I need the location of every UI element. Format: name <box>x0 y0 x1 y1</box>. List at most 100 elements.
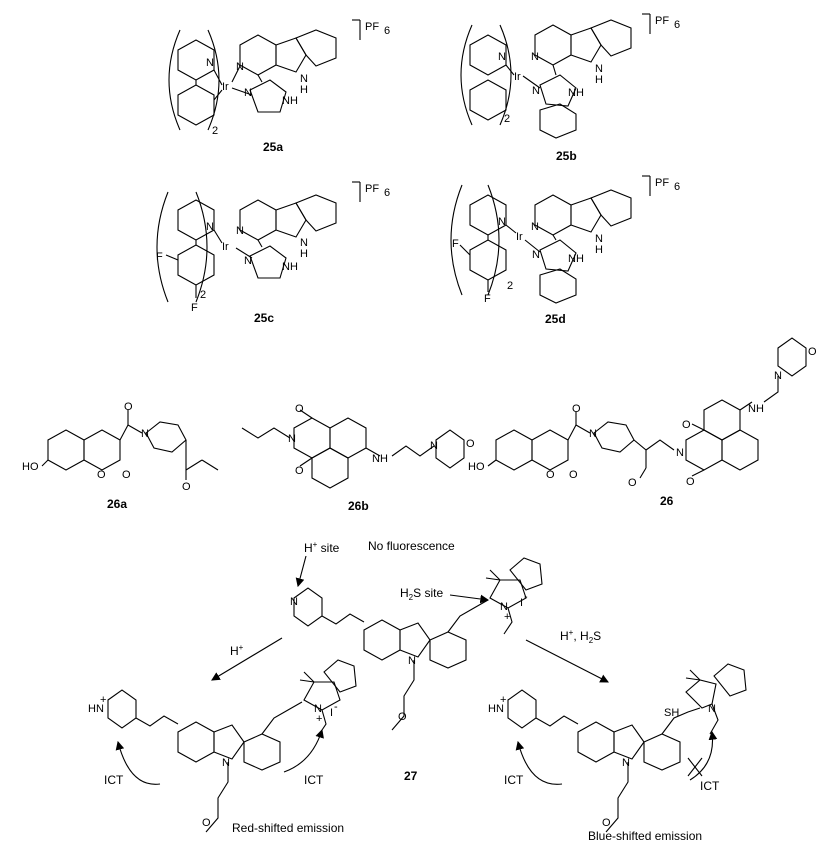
atom-o: O <box>122 469 131 481</box>
iodide: I <box>520 597 523 609</box>
atom-n: N <box>236 61 244 73</box>
charge-plus: + <box>500 694 506 706</box>
atom-sh: SH <box>664 707 679 719</box>
atom-n: N <box>206 57 214 69</box>
atom-n: N <box>532 249 540 261</box>
charge-plus: + <box>100 694 106 706</box>
ict-label-left-2: ICT <box>304 773 324 787</box>
atom-o: O <box>202 817 211 829</box>
atom-h: H <box>595 244 603 256</box>
counterion-pf6: PF <box>655 177 669 189</box>
complex-25a: N Ir N N H N NH 2 PF 6 25a <box>168 19 390 154</box>
atom-o: O <box>182 481 191 493</box>
atom-nh: NH <box>568 87 584 99</box>
atom-ir: Ir <box>222 81 229 93</box>
atom-n: N <box>314 703 322 715</box>
compound-label-25b: 25b <box>556 149 577 163</box>
atom-f: F <box>452 238 459 250</box>
atom-n: N <box>288 433 296 445</box>
atom-n: N <box>408 655 416 667</box>
complex-25c: N Ir N N H N NH F F 2 PF 6 25c <box>156 181 390 325</box>
charge-minus: - <box>334 701 338 713</box>
scheme-27: No fluorescence H+ site H2S site N N N +… <box>88 539 747 843</box>
atom-o: O <box>295 465 304 477</box>
atom-o: O <box>572 403 581 415</box>
atom-n: N <box>300 73 308 85</box>
atom-nh: NH <box>282 261 298 273</box>
atom-hn-plus: HN <box>88 703 104 715</box>
atom-n: N <box>498 51 506 63</box>
compound-label-26b: 26b <box>348 499 369 513</box>
compound-label-27: 27 <box>404 769 418 783</box>
atom-n: N <box>708 703 716 715</box>
compound-label-25a: 25a <box>263 140 283 154</box>
iodide: I <box>330 707 333 719</box>
counterion-subscript: 6 <box>674 19 680 31</box>
atom-ir: Ir <box>222 241 229 253</box>
charge-plus: + <box>504 611 510 623</box>
atom-f: F <box>156 251 163 263</box>
subscript-2: 2 <box>507 280 513 292</box>
atom-nh: NH <box>568 253 584 265</box>
atom-n: N <box>236 225 244 237</box>
compound-label-25d: 25d <box>545 312 566 326</box>
atom-f: F <box>484 293 491 305</box>
atom-n: N <box>500 601 508 613</box>
counterion-pf6: PF <box>365 183 379 195</box>
atom-ho: HO <box>468 461 485 473</box>
atom-n: N <box>532 85 540 97</box>
complex-25b: N Ir N N H N NH 2 PF 6 25b <box>460 13 680 163</box>
atom-ir: Ir <box>514 71 521 83</box>
atom-o: O <box>295 403 304 415</box>
atom-n: N <box>222 757 230 769</box>
atom-n: N <box>676 447 684 459</box>
counterion-subscript: 6 <box>384 25 390 37</box>
atom-n: N <box>498 216 506 228</box>
subscript-2: 2 <box>212 125 218 137</box>
no-fluorescence-label: No fluorescence <box>368 539 455 553</box>
atom-h: H <box>595 74 603 86</box>
atom-n: N <box>595 233 603 245</box>
atom-n: N <box>244 87 252 99</box>
blue-shifted-emission-label: Blue-shifted emission <box>588 829 702 843</box>
atom-o: O <box>124 401 133 413</box>
arrow-left-label: H+ <box>230 643 244 658</box>
atom-f: F <box>191 302 198 314</box>
atom-n: N <box>622 757 630 769</box>
subscript-2: 2 <box>200 289 206 301</box>
atom-n: N <box>774 370 782 382</box>
h2s-site-label: H2S site <box>400 586 443 602</box>
atom-n: N <box>206 221 214 233</box>
atom-o: O <box>628 477 637 489</box>
counterion-subscript: 6 <box>674 181 680 193</box>
ict-label-left-1: ICT <box>104 773 124 787</box>
atom-n: N <box>430 440 438 452</box>
atom-n: N <box>372 453 380 465</box>
counterion-pf6: PF <box>655 15 669 27</box>
atom-ir: Ir <box>516 231 523 243</box>
atom-o: O <box>602 817 611 829</box>
atom-nh: NH <box>282 95 298 107</box>
atom-n: N <box>244 255 252 267</box>
atom-o: O <box>808 346 817 358</box>
complex-25d: N Ir N N H N NH F F 2 PF 6 25d <box>450 175 680 326</box>
red-shifted-emission-label: Red-shifted emission <box>232 821 344 835</box>
counterion-pf6: PF <box>365 21 379 33</box>
compound-label-26a: 26a <box>107 497 127 511</box>
ict-label-right-2: ICT <box>700 779 720 793</box>
atom-h: H <box>300 248 308 260</box>
atom-o: O <box>398 711 407 723</box>
atom-n: N <box>595 63 603 75</box>
atom-o: O <box>466 438 475 450</box>
ict-label-right-1: ICT <box>504 773 524 787</box>
atom-n: N <box>531 221 539 233</box>
atom-n: N <box>589 428 597 440</box>
atom-h: H <box>380 453 388 465</box>
atom-o: O <box>569 469 578 481</box>
arrow-right-label: H+, H2S <box>560 628 601 645</box>
atom-n: N <box>531 51 539 63</box>
compound-26a: HO O O O N O 26a <box>22 401 219 511</box>
atom-o: O <box>686 476 695 488</box>
